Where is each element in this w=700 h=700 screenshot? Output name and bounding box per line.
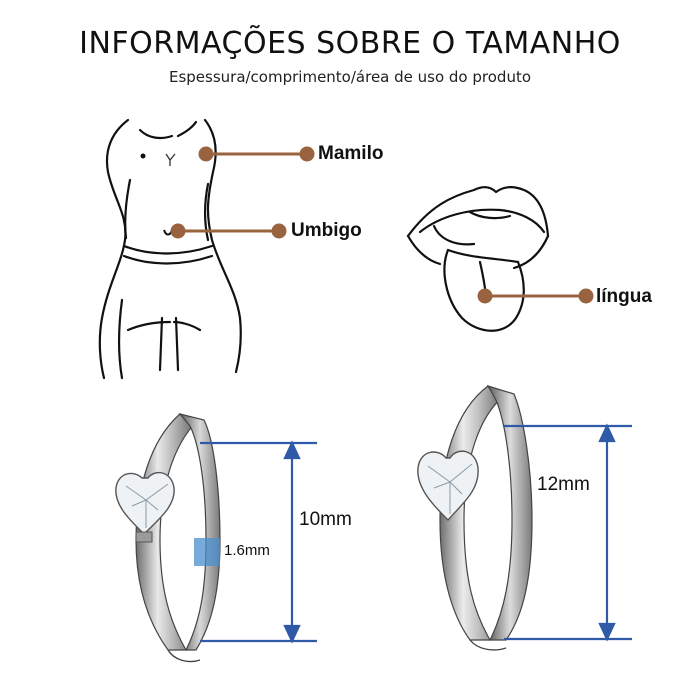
pointer-end-umbigo — [271, 223, 287, 239]
page-subtitle: Espessura/comprimento/área de uso do pro… — [168, 68, 532, 86]
left-heart-gem — [115, 471, 175, 543]
right-length-label: 12mm — [537, 474, 590, 495]
page-title: INFORMAÇÕES SOBRE O TAMANHO — [79, 26, 621, 61]
thickness-marker — [194, 538, 220, 566]
pointer-end-lingua — [578, 288, 594, 304]
right-dim-arrow-bottom — [598, 622, 616, 642]
pointer-dot-umbigo — [170, 223, 186, 239]
right-dim-arrow-top — [598, 423, 616, 443]
pointer-end-mamilo — [299, 146, 315, 162]
left-dim-arrow-top — [283, 440, 301, 460]
label-umbigo: Umbigo — [291, 220, 362, 241]
left-length-label: 10mm — [299, 509, 352, 530]
label-lingua: língua — [596, 286, 652, 307]
label-mamilo: Mamilo — [318, 143, 384, 164]
right-heart-gem — [417, 450, 479, 522]
left-thickness-label: 1.6mm — [224, 542, 270, 559]
pointer-dot-mamilo — [198, 146, 214, 162]
left-dim-arrow-bottom — [283, 624, 301, 644]
pointer-dot-lingua — [477, 288, 493, 304]
